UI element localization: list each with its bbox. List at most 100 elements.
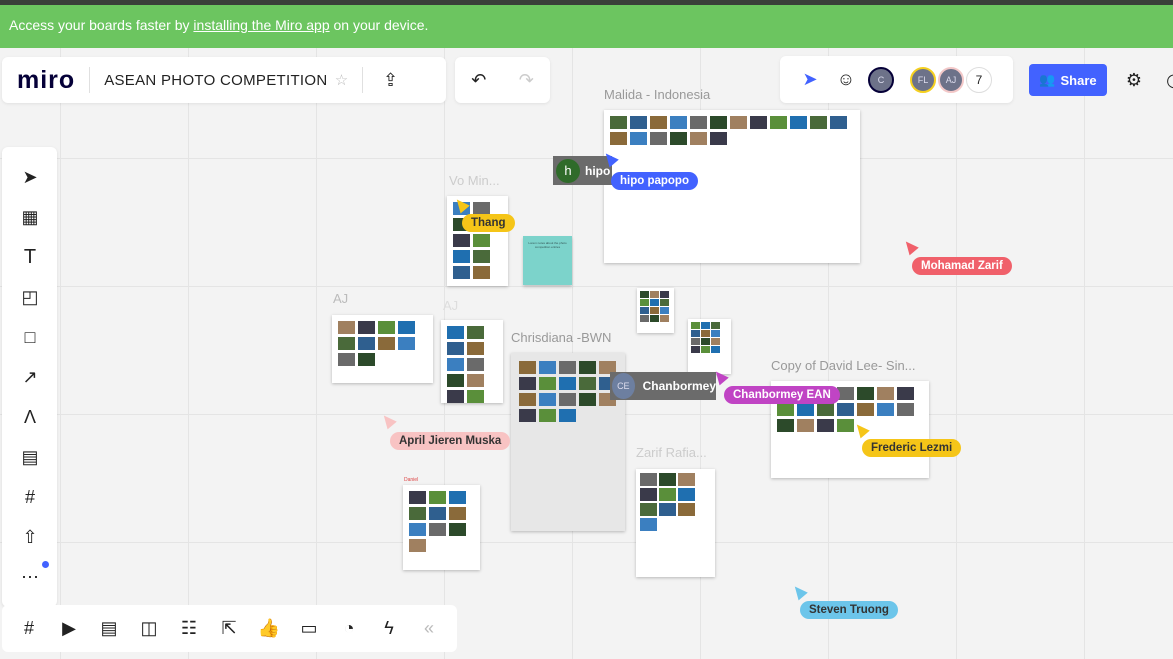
board-title[interactable]: ASEAN PHOTO COMPETITION <box>104 71 328 89</box>
photo-frame-daniel[interactable] <box>403 485 480 570</box>
photo-thumbnail[interactable] <box>559 393 576 406</box>
star-icon[interactable]: ☆ <box>334 72 349 89</box>
photo-thumbnail[interactable] <box>579 377 596 390</box>
photo-thumbnail[interactable] <box>453 202 470 215</box>
photo-thumbnail[interactable] <box>467 342 484 355</box>
photo-thumbnail[interactable] <box>358 353 375 366</box>
install-app-link[interactable]: installing the Miro app <box>193 17 330 33</box>
photo-thumbnail[interactable] <box>897 403 914 416</box>
photo-thumbnail[interactable] <box>473 234 490 247</box>
photo-thumbnail[interactable] <box>473 202 490 215</box>
photo-frame-small[interactable] <box>637 288 674 333</box>
photo-thumbnail[interactable] <box>830 116 847 129</box>
photo-frame-small-2[interactable] <box>688 319 731 374</box>
photo-thumbnail[interactable] <box>539 361 556 374</box>
photo-thumbnail[interactable] <box>770 116 787 129</box>
photo-thumbnail[interactable] <box>711 346 720 353</box>
cursor-visibility-icon[interactable]: ➤ <box>802 69 818 89</box>
photo-thumbnail[interactable] <box>429 491 446 504</box>
frame-label[interactable]: Daniel <box>404 477 419 483</box>
photo-thumbnail[interactable] <box>640 503 657 516</box>
photo-thumbnail[interactable] <box>519 377 536 390</box>
chat-icon[interactable]: ◫ <box>140 618 158 638</box>
photo-thumbnail[interactable] <box>730 116 747 129</box>
avatar-fl[interactable]: FL <box>910 66 936 93</box>
photo-thumbnail[interactable] <box>447 374 464 387</box>
photo-thumbnail[interactable] <box>338 353 355 366</box>
upload-icon[interactable]: ⇧ <box>22 526 38 547</box>
photo-thumbnail[interactable] <box>659 503 676 516</box>
photo-thumbnail[interactable] <box>650 299 659 306</box>
frame-label[interactable]: Chrisdiana -BWN <box>511 330 612 345</box>
photo-thumbnail[interactable] <box>447 326 464 339</box>
photo-thumbnail[interactable] <box>447 358 464 371</box>
photo-thumbnail[interactable] <box>691 338 700 345</box>
photo-thumbnail[interactable] <box>670 116 687 129</box>
comment-icon[interactable]: ▤ <box>21 446 39 467</box>
photo-thumbnail[interactable] <box>449 523 466 536</box>
photo-thumbnail[interactable] <box>449 507 466 520</box>
photo-thumbnail[interactable] <box>559 361 576 374</box>
photo-thumbnail[interactable] <box>398 337 415 350</box>
photo-frame-chrisdiana[interactable] <box>511 353 625 531</box>
photo-thumbnail[interactable] <box>640 488 657 501</box>
photo-thumbnail[interactable] <box>857 387 874 400</box>
photo-thumbnail[interactable] <box>678 473 695 486</box>
photo-thumbnail[interactable] <box>797 403 814 416</box>
photo-thumbnail[interactable] <box>640 315 649 322</box>
photo-thumbnail[interactable] <box>358 321 375 334</box>
share-screen-icon[interactable]: ⇱ <box>221 618 237 638</box>
sticky-note[interactable]: Lorem notes about the photo competition … <box>523 236 572 285</box>
photo-thumbnail[interactable] <box>519 393 536 406</box>
photo-frame-aj[interactable] <box>332 315 433 383</box>
photo-thumbnail[interactable] <box>837 387 854 400</box>
photo-thumbnail[interactable] <box>519 409 536 422</box>
photo-thumbnail[interactable] <box>473 266 490 279</box>
share-button[interactable]: 👥Share <box>1029 64 1107 96</box>
photo-thumbnail[interactable] <box>519 361 536 374</box>
current-user-avatar[interactable]: C <box>868 66 894 93</box>
photo-thumbnail[interactable] <box>711 322 720 329</box>
photo-thumbnail[interactable] <box>691 322 700 329</box>
frame-label[interactable]: AJ <box>333 291 349 306</box>
photo-thumbnail[interactable] <box>710 116 727 129</box>
frame-icon[interactable]: # <box>24 486 35 507</box>
undo-icon[interactable]: ↶ <box>471 69 487 90</box>
photo-thumbnail[interactable] <box>659 473 676 486</box>
photo-thumbnail[interactable] <box>610 116 627 129</box>
photo-thumbnail[interactable] <box>650 132 667 145</box>
photo-thumbnail[interactable] <box>650 315 659 322</box>
photo-thumbnail[interactable] <box>539 409 556 422</box>
timer-icon[interactable]: ◔ <box>343 618 355 638</box>
photo-thumbnail[interactable] <box>650 307 659 314</box>
lightning-icon[interactable]: ϟ <box>384 618 394 638</box>
photo-thumbnail[interactable] <box>453 250 470 263</box>
templates-icon[interactable]: ▦ <box>21 206 39 227</box>
photo-thumbnail[interactable] <box>559 409 576 422</box>
photo-thumbnail[interactable] <box>630 116 647 129</box>
photo-thumbnail[interactable] <box>409 491 426 504</box>
photo-thumbnail[interactable] <box>539 377 556 390</box>
photo-thumbnail[interactable] <box>640 307 649 314</box>
photo-frame-zarif[interactable] <box>636 469 715 577</box>
photo-thumbnail[interactable] <box>897 387 914 400</box>
frame-label[interactable]: Malida - Indonesia <box>604 87 711 102</box>
photo-thumbnail[interactable] <box>660 307 669 314</box>
shape-icon[interactable]: □ <box>24 326 36 347</box>
add-reaction-icon[interactable]: ☺ <box>836 69 856 89</box>
collapse-toolbar-button[interactable]: « <box>423 618 434 638</box>
photo-thumbnail[interactable] <box>701 346 710 353</box>
card-list-icon[interactable]: ☷ <box>180 618 198 638</box>
frame-label[interactable]: Zarif Rafia... <box>636 445 707 460</box>
photo-thumbnail[interactable] <box>640 518 657 531</box>
photo-thumbnail[interactable] <box>650 116 667 129</box>
video-call-icon[interactable]: ▭ <box>300 618 318 638</box>
photo-thumbnail[interactable] <box>559 377 576 390</box>
photo-thumbnail[interactable] <box>610 132 627 145</box>
photo-thumbnail[interactable] <box>750 116 767 129</box>
photo-thumbnail[interactable] <box>701 322 710 329</box>
photo-thumbnail[interactable] <box>690 116 707 129</box>
pen-icon[interactable]: Λ <box>23 406 37 427</box>
connection-line-icon[interactable]: ↗ <box>22 366 38 387</box>
photo-thumbnail[interactable] <box>473 250 490 263</box>
